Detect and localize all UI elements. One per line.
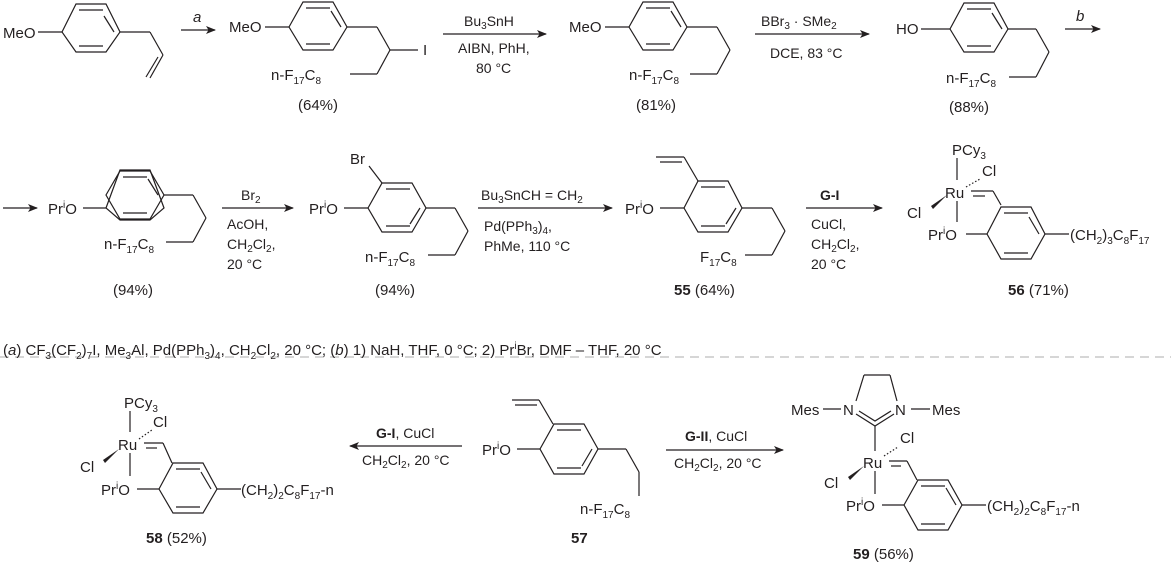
- svg-text:(CH2)3C8F17: (CH2)3C8F17: [1070, 227, 1150, 247]
- svg-text:DCE, 83 °C: DCE, 83 °C: [770, 45, 843, 61]
- svg-text:G-II, CuCl: G-II, CuCl: [685, 428, 747, 444]
- step-3-arrow: BBr3 · SMe2 DCE, 83 °C: [755, 13, 870, 61]
- svg-text:(94%): (94%): [375, 282, 415, 299]
- svg-text:Cl: Cl: [900, 430, 914, 447]
- svg-text:Br: Br: [350, 151, 365, 168]
- intermediate-isopropyl-ether-ring: n-F17C8 (94%): [104, 170, 207, 299]
- compound-59-ru-complex: Mes N N Mes Ru Cl Cl PriO (CH2)2C8F17-n …: [791, 374, 1080, 563]
- g-i-reaction-arrow: G-I, CuCl CH2Cl2, 20 °C: [349, 425, 462, 471]
- svg-text:n-F17C8: n-F17C8: [271, 67, 321, 87]
- reaction-conditions-footnote: (a) CF3(CF2)7I, Me3Al, Pd(PPh3)4, CH2Cl2…: [3, 341, 662, 362]
- svg-text:PCy3: PCy3: [952, 142, 986, 162]
- svg-text:Pd(PPh3)4,: Pd(PPh3)4,: [484, 218, 552, 237]
- svg-text:(88%): (88%): [949, 99, 989, 116]
- footnote-a-text: CF3(CF2)7I, Me3Al, Pd(PPh3)4, CH2Cl2, 20…: [25, 342, 327, 362]
- svg-text:Bu3SnH: Bu3SnH: [464, 13, 514, 32]
- svg-text:a: a: [193, 9, 201, 26]
- svg-text:Mes: Mes: [791, 402, 819, 419]
- svg-text:G-I: G-I: [820, 187, 839, 203]
- svg-text:CuCl,: CuCl,: [811, 216, 846, 232]
- svg-text:MeO: MeO: [229, 19, 262, 36]
- svg-text:n-F17C8: n-F17C8: [365, 249, 415, 269]
- svg-text:Cl: Cl: [982, 163, 996, 180]
- step-a-arrow: a: [181, 9, 216, 34]
- svg-text:57: 57: [571, 530, 588, 547]
- start-material-allylanisole: MeO: [3, 3, 164, 79]
- svg-text:AcOH,: AcOH,: [227, 216, 268, 232]
- svg-text:PriO: PriO: [309, 200, 338, 218]
- svg-text:N: N: [843, 402, 854, 419]
- svg-text:MeO: MeO: [569, 19, 602, 36]
- svg-text:Cl: Cl: [80, 459, 94, 476]
- svg-text:59 (56%): 59 (56%): [853, 546, 914, 563]
- svg-text:(CH2)2C8F17-n: (CH2)2C8F17-n: [987, 498, 1080, 518]
- svg-text:I: I: [423, 42, 427, 59]
- methoxy-label: MeO: [3, 25, 36, 42]
- svg-text:G-I, CuCl: G-I, CuCl: [376, 425, 434, 441]
- svg-text:Cl: Cl: [153, 414, 167, 431]
- svg-text:CH2Cl2,: CH2Cl2,: [227, 236, 275, 255]
- svg-text:F17C8: F17C8: [700, 249, 737, 269]
- svg-text:80 °C: 80 °C: [476, 60, 511, 76]
- svg-text:Cl: Cl: [907, 205, 921, 222]
- svg-text:CH2Cl2, 20 °C: CH2Cl2, 20 °C: [362, 452, 450, 471]
- svg-text:HO: HO: [896, 21, 919, 38]
- compound-56-ru-complex: PCy3 Ru Cl Cl PriO (CH2)3C8F17 56 (71%): [907, 142, 1150, 299]
- svg-text:PriO: PriO: [48, 200, 77, 218]
- intermediate-phenol: HO n-F17C8 (88%): [896, 2, 1050, 116]
- svg-text:Ru: Ru: [945, 185, 964, 202]
- svg-text:Mes: Mes: [932, 402, 960, 419]
- svg-text:N: N: [895, 402, 906, 419]
- step-5-arrow: Br2 AcOH, CH2Cl2, 20 °C: [222, 187, 294, 272]
- svg-text:Br2: Br2: [241, 187, 261, 206]
- svg-text:PriO: PriO: [625, 200, 654, 218]
- intermediate-isopropyl-ether: PriO: [48, 169, 165, 221]
- footnote-b-label: b: [335, 342, 344, 359]
- step-2-arrow: Bu3SnH AIBN, PhH, 80 °C: [443, 13, 547, 76]
- svg-text:(CH2)2C8F17-n: (CH2)2C8F17-n: [241, 482, 334, 502]
- svg-text:PriO: PriO: [482, 441, 511, 459]
- svg-text:20 °C: 20 °C: [811, 256, 846, 272]
- svg-text:CH2Cl2,: CH2Cl2,: [811, 236, 859, 255]
- svg-text:Cl: Cl: [824, 475, 838, 492]
- footnote-b-text: 1) NaH, THF, 0 °C; 2) PriBr, DMF – THF, …: [352, 341, 662, 359]
- svg-text:BBr3 · SMe2: BBr3 · SMe2: [761, 13, 837, 32]
- svg-text:n-F17C8: n-F17C8: [946, 70, 996, 90]
- svg-text:Ru: Ru: [863, 455, 882, 472]
- step-7-arrow: G-I CuCl, CH2Cl2, 20 °C: [806, 187, 883, 272]
- footnote-a-label: a: [8, 342, 17, 359]
- svg-text:PriO: PriO: [928, 226, 957, 244]
- svg-text:b: b: [1076, 8, 1084, 25]
- g-ii-reaction-arrow: G-II, CuCl CH2Cl2, 20 °C: [666, 428, 784, 474]
- intermediate-iodide: MeO I n-F17C8 (64%): [229, 1, 427, 114]
- svg-text:PriO: PriO: [846, 497, 875, 515]
- compound-55: PriO F17C8 55 (64%): [625, 156, 786, 299]
- svg-text:56 (71%): 56 (71%): [1008, 282, 1069, 299]
- svg-text:n-F17C8: n-F17C8: [629, 67, 679, 87]
- svg-text:AIBN, PhH,: AIBN, PhH,: [458, 40, 530, 56]
- svg-text:PriO: PriO: [101, 481, 130, 499]
- compound-57: PriO n-F17C8 57: [482, 399, 640, 547]
- intermediate-propyl-anisole: MeO n-F17C8 (81%): [569, 1, 731, 114]
- svg-text:Ru: Ru: [118, 437, 137, 454]
- svg-text:CH2Cl2, 20 °C: CH2Cl2, 20 °C: [674, 455, 762, 474]
- compound-58-ru-complex: PCy3 Ru Cl Cl PriO (CH2)2C8F17-n 58 (52%…: [80, 395, 334, 547]
- step-6-arrow: Bu3SnCH = CH2 Pd(PPh3)4, PhMe, 110 °C: [478, 187, 613, 254]
- svg-text:n-F17C8: n-F17C8: [104, 236, 154, 256]
- svg-text:(94%): (94%): [113, 282, 153, 299]
- svg-text:PCy3: PCy3: [124, 395, 158, 415]
- intermediate-aryl-bromide: Br PriO n-F17C8 (94%): [309, 151, 469, 299]
- svg-text:(64%): (64%): [298, 97, 338, 114]
- svg-text:55 (64%): 55 (64%): [674, 282, 735, 299]
- svg-text:(81%): (81%): [636, 97, 676, 114]
- svg-text:58 (52%): 58 (52%): [146, 530, 207, 547]
- svg-text:n-F17C8: n-F17C8: [580, 501, 630, 521]
- svg-text:PhMe, 110 °C: PhMe, 110 °C: [484, 238, 570, 254]
- step-b-arrow: b: [1065, 8, 1101, 33]
- svg-text:Bu3SnCH = CH2: Bu3SnCH = CH2: [481, 187, 583, 206]
- svg-text:20 °C: 20 °C: [227, 256, 262, 272]
